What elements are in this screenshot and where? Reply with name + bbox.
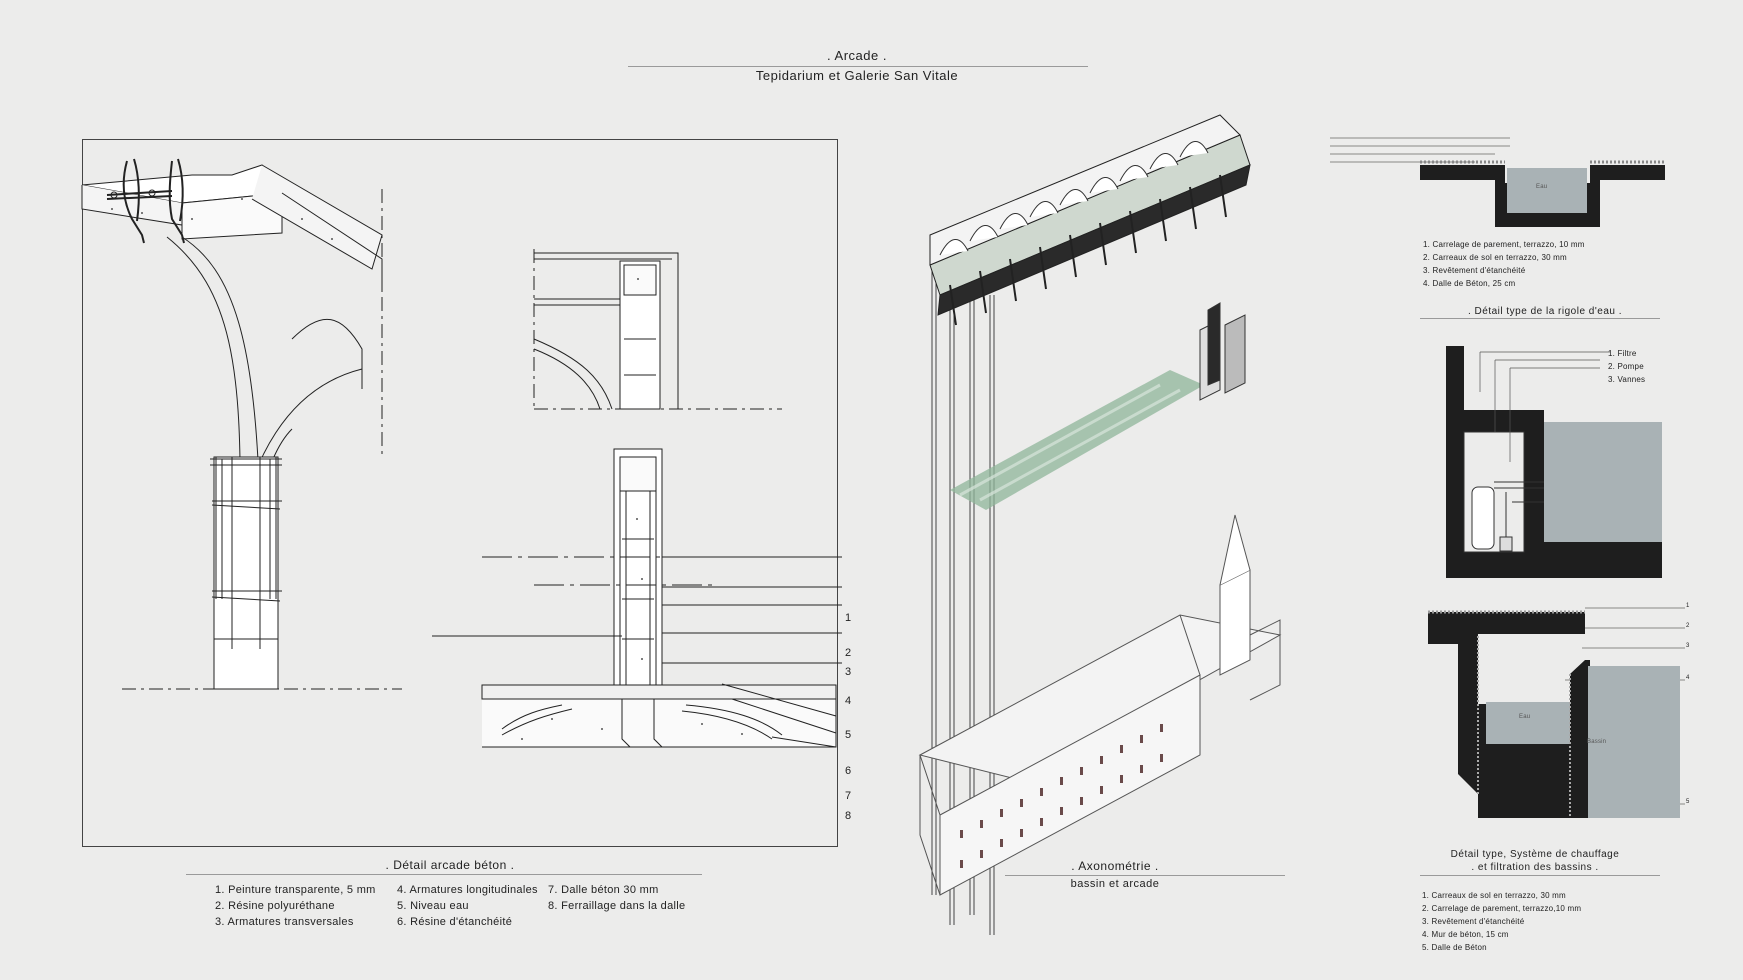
axonometry-caption: . Axonométrie . (1071, 859, 1159, 873)
legend-item: 4. Armatures longitudinales (397, 884, 538, 896)
basin-caption-line1: Détail type, Système de chauffage (1450, 849, 1620, 860)
arcade-callout-8: 8 (845, 810, 852, 822)
legend-item: 3. Revêtement d'étanchéité (1423, 266, 1526, 275)
legend-item: 8. Ferraillage dans la dalle (548, 900, 686, 912)
sheet-subtitle: Tepidarium et Galerie San Vitale (755, 68, 959, 83)
basin-callout-2: 2 (1686, 623, 1690, 629)
axonometry-drawing (918, 114, 1282, 935)
arcade-caption-divider (186, 874, 702, 875)
label-valves: 3. Vannes (1608, 375, 1646, 384)
basin-section-drawing (1428, 607, 1685, 818)
basin-caption-divider (1420, 875, 1660, 876)
gutter-section-drawing (1330, 137, 1665, 227)
legend-item: 5. Dalle de Béton (1422, 943, 1487, 952)
legend-item: 3. Revêtement d'étanchéité (1422, 917, 1525, 926)
heating-labels: 1. Filtre 2. Pompe 3. Vannes (1608, 349, 1645, 388)
legend-item: 2. Carrelage de parement, terrazzo,10 mm (1422, 904, 1582, 913)
heating-section-drawing (1446, 346, 1662, 578)
arcade-section-drawing (81, 158, 842, 748)
legend-item: 2. Carreaux de sol en terrazzo, 30 mm (1423, 253, 1567, 262)
axonometry-caption-divider (1005, 875, 1285, 876)
arcade-callout-4: 4 (845, 695, 852, 707)
legend-item: 4. Mur de béton, 15 cm (1422, 930, 1509, 939)
basin-callout-1: 1 (1686, 603, 1690, 609)
arcade-detail-frame (82, 139, 838, 847)
arcade-callout-6: 6 (845, 765, 852, 777)
legend-item: 1. Carreaux de sol en terrazzo, 30 mm (1422, 891, 1566, 900)
arcade-callout-5: 5 (845, 729, 852, 741)
basin-legend: 1. Carreaux de sol en terrazzo, 30 mm 2.… (1422, 891, 1581, 956)
header-divider (628, 66, 1088, 67)
axonometry-subcaption: bassin et arcade (1070, 878, 1160, 890)
basin-caption-line2: . et filtration des bassins . (1471, 862, 1599, 873)
screen-walls (1199, 302, 1246, 401)
arcade-detail-caption: . Détail arcade béton . (385, 858, 515, 872)
arcade-legend-col1: 1. Peinture transparente, 5 mm 2. Résine… (215, 884, 376, 932)
basin-pool-label: Bassin (1587, 739, 1607, 745)
legend-item: 1. Carrelage de parement, terrazzo, 10 m… (1423, 240, 1585, 249)
label-filter: 1. Filtre (1608, 349, 1637, 358)
basin-callout-3: 3 (1686, 643, 1690, 649)
arcade-callout-3: 3 (845, 666, 852, 678)
legend-item: 4. Dalle de Béton, 25 cm (1423, 279, 1516, 288)
arcade-legend-col2: 4. Armatures longitudinales 5. Niveau ea… (397, 884, 538, 932)
arcade-callout-2: 2 (845, 647, 852, 659)
glass-pool-panel (950, 370, 1204, 510)
gutter-water-label: Eau (1536, 184, 1548, 190)
arcade-callout-1: 1 (845, 612, 852, 624)
basin-callout-5: 5 (1686, 799, 1690, 805)
basin-water-label: Eau (1519, 714, 1531, 720)
gutter-detail-caption: . Détail type de la rigole d'eau . (1468, 306, 1622, 317)
arcade-legend-col3: 7. Dalle béton 30 mm 8. Ferraillage dans… (548, 884, 685, 916)
san-vitale-building (918, 514, 1282, 896)
arcade-callout-7: 7 (845, 790, 852, 802)
basin-callout-4: 4 (1686, 675, 1690, 681)
legend-item: 5. Niveau eau (397, 900, 469, 912)
legend-item: 3. Armatures transversales (215, 916, 354, 928)
gutter-legend: 1. Carrelage de parement, terrazzo, 10 m… (1423, 240, 1585, 292)
gutter-caption-divider (1420, 318, 1660, 319)
legend-item: 2. Résine polyuréthane (215, 900, 335, 912)
legend-item: 1. Peinture transparente, 5 mm (215, 884, 376, 896)
legend-item: 6. Résine d'étanchéité (397, 916, 513, 928)
sheet-title: . Arcade . (827, 48, 887, 63)
label-pump: 2. Pompe (1608, 362, 1644, 371)
legend-item: 7. Dalle béton 30 mm (548, 884, 659, 896)
